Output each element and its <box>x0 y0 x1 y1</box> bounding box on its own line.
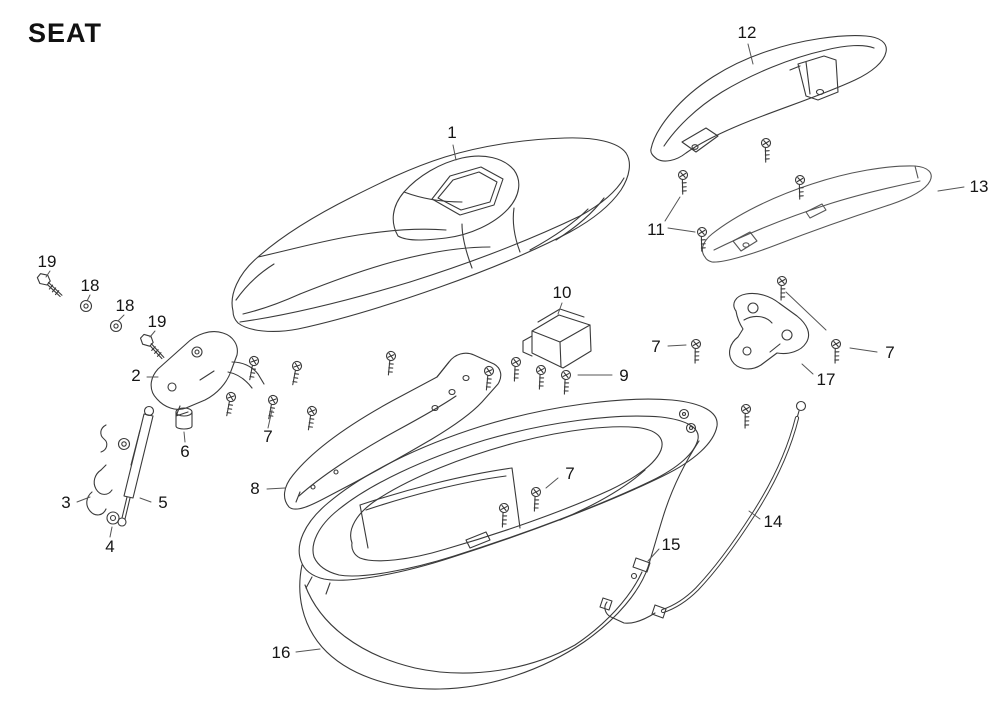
part-label-18-b: 18 <box>115 296 135 315</box>
seat-hinge-bracket-part <box>150 331 265 417</box>
part-label-13: 13 <box>969 177 989 196</box>
part-label-7-a: 7 <box>651 337 661 356</box>
part-label-19-a: 19 <box>37 252 57 271</box>
part-label-17: 17 <box>816 370 836 389</box>
fasteners-screws <box>219 137 843 529</box>
part-label-10: 10 <box>552 283 572 302</box>
part-label-6: 6 <box>180 442 190 461</box>
part-label-19-b: 19 <box>147 312 167 331</box>
part-label-9: 9 <box>619 366 629 385</box>
seat-lock-bracket-part <box>729 292 810 370</box>
cable-clamp-part <box>632 557 651 573</box>
part-label-5: 5 <box>158 493 168 512</box>
part-label-4: 4 <box>105 537 115 556</box>
side-cover-part <box>701 165 932 263</box>
storage-box-part <box>298 398 718 690</box>
part-label-1: 1 <box>447 123 457 142</box>
part-label-12: 12 <box>737 23 757 42</box>
part-label-11: 11 <box>647 220 665 239</box>
page-title: SEAT <box>28 18 103 48</box>
part-label-14: 14 <box>763 512 783 531</box>
part-label-8: 8 <box>250 479 260 498</box>
seat-lock-cable-part <box>599 400 807 624</box>
bumper-part <box>175 407 193 430</box>
part-label-7-c: 7 <box>263 427 273 446</box>
part-label-18-a: 18 <box>80 276 100 295</box>
leader-lines <box>45 43 965 653</box>
part-label-7-d: 7 <box>565 464 575 483</box>
part-label-7-b: 7 <box>885 343 895 362</box>
part-label-16: 16 <box>271 643 291 662</box>
hooks-washer-strut-parts <box>86 405 155 527</box>
inner-fender-part <box>284 352 502 510</box>
small-box-bracket-part <box>522 308 592 369</box>
part-label-3: 3 <box>61 493 71 512</box>
part-label-15: 15 <box>661 535 681 554</box>
rear-carrier-part <box>650 35 887 162</box>
seat-cushion-part <box>231 137 630 332</box>
part-label-2: 2 <box>131 366 141 385</box>
